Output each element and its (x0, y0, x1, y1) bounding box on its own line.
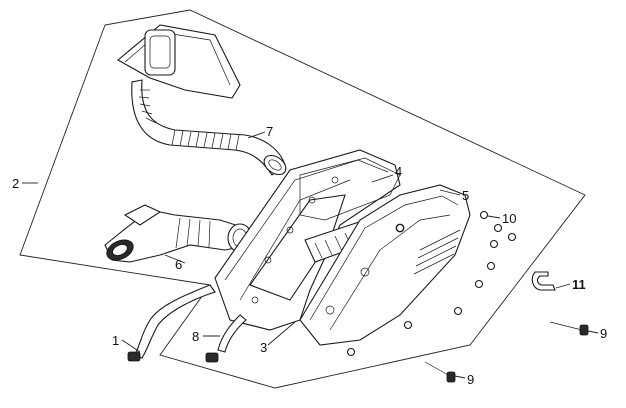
callout-9-lower: 9 (467, 372, 474, 387)
callout-1: 1 (112, 333, 119, 348)
callout-4: 4 (395, 164, 402, 179)
bolt-upper (549, 321, 589, 336)
cover-screws (346, 210, 517, 357)
callout-10: 10 (502, 211, 516, 226)
callout-11: 11 (572, 277, 586, 292)
callout-5: 5 (462, 188, 469, 203)
air-filter-cover (299, 184, 471, 346)
callout-2: 2 (12, 176, 19, 191)
gasket (299, 157, 401, 221)
leader-lines (22, 131, 599, 379)
callout-6: 6 (175, 257, 182, 272)
bolt-lower (424, 361, 456, 383)
spring-clip (531, 271, 556, 291)
drain-tube-1 (127, 284, 216, 362)
callout-3: 3 (260, 340, 267, 355)
callout-9-upper: 9 (600, 326, 607, 341)
callout-8: 8 (192, 329, 199, 344)
callout-7: 7 (266, 124, 273, 139)
intake-duct-lower (104, 204, 253, 263)
drain-tube-8 (205, 314, 247, 363)
intake-duct-upper (117, 24, 287, 176)
assembly-boundary (19, 9, 586, 389)
